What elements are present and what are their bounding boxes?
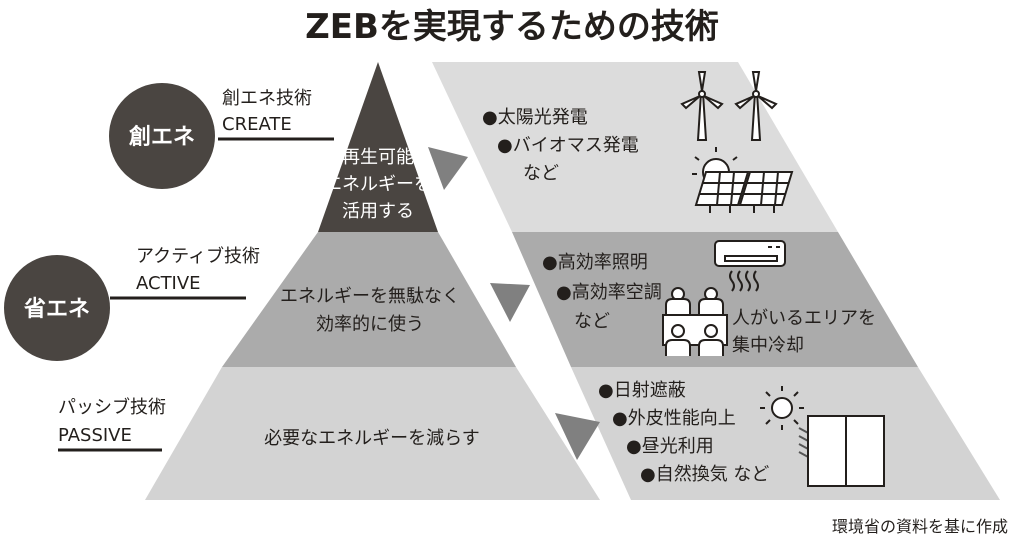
passive-item-4: ●自然換気 など bbox=[640, 464, 769, 485]
active-label-en: ACTIVE bbox=[136, 273, 201, 294]
source-note: 環境省の資料を基に作成 bbox=[832, 517, 1008, 536]
pyramid-create-line-1: 再生可能 bbox=[342, 147, 414, 168]
pyramid-passive-line-1: 必要なエネルギーを減らす bbox=[264, 428, 480, 449]
pyramid-active bbox=[222, 232, 516, 367]
diagram-title: ZEBを実現するための技術 bbox=[305, 7, 719, 47]
passive-item-3: ●昼光利用 bbox=[626, 436, 714, 457]
pyramid-active-line-1: エネルギーを無駄なく bbox=[280, 286, 460, 307]
pyramid-create-line-2: エネルギーを bbox=[324, 174, 432, 195]
pyramid-create bbox=[318, 62, 438, 232]
create-circle-label: 創エネ bbox=[129, 125, 195, 150]
active-note-1: 人がいるエリアを bbox=[732, 308, 876, 329]
active-note-2: 集中冷却 bbox=[732, 335, 804, 356]
active-item-1: ●高効率照明 bbox=[542, 252, 648, 273]
sun-window-icon bbox=[760, 386, 885, 487]
pyramid-active-line-2: 効率的に使う bbox=[316, 314, 424, 335]
passive-item-2: ●外皮性能向上 bbox=[612, 408, 736, 429]
create-item-2: ●バイオマス発電 bbox=[497, 135, 639, 156]
air-conditioner-icon bbox=[714, 240, 786, 292]
save-circle bbox=[4, 255, 110, 361]
arrow-create bbox=[428, 147, 468, 190]
arrow-active bbox=[490, 283, 530, 322]
create-label-en: CREATE bbox=[222, 114, 292, 135]
active-label-jp: アクティブ技術 bbox=[136, 245, 260, 267]
active-item-2: ●高効率空調 bbox=[556, 282, 662, 303]
active-item-3: など bbox=[574, 311, 610, 332]
passive-label-jp: パッシブ技術 bbox=[58, 396, 166, 418]
solar-panel-icon bbox=[692, 147, 794, 213]
people-meeting-icon bbox=[662, 287, 728, 356]
pyramid-passive bbox=[145, 367, 600, 500]
passive-panel bbox=[571, 367, 1000, 500]
save-circle-label: 省エネ bbox=[23, 297, 90, 322]
passive-item-1: ●日射遮蔽 bbox=[598, 380, 686, 401]
wind-turbine-icon bbox=[680, 71, 778, 141]
create-circle bbox=[109, 83, 215, 189]
create-label-jp: 創エネ技術 bbox=[222, 88, 312, 109]
passive-label-en: PASSIVE bbox=[58, 425, 132, 446]
arrow-passive bbox=[555, 413, 600, 460]
create-item-3: など bbox=[523, 163, 559, 184]
create-item-1: ●太陽光発電 bbox=[482, 107, 588, 128]
pyramid-create-line-3: 活用する bbox=[342, 201, 414, 222]
